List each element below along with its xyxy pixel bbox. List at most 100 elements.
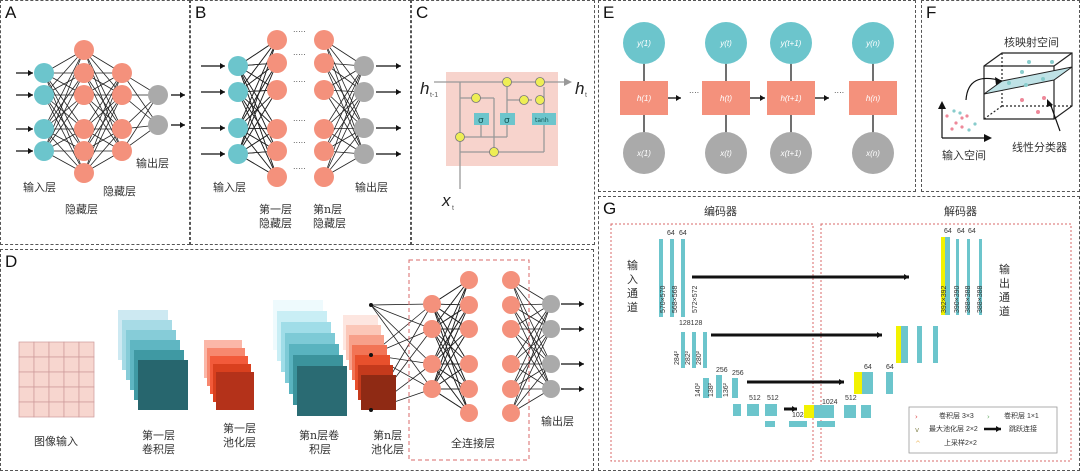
multiply-gate-icon <box>471 93 481 103</box>
image-pixel <box>33 356 50 373</box>
panel-b: B 输入层 第一层 隐藏层 第n层 隐藏层 输出层 ..............… <box>190 0 411 245</box>
ellipsis: .... <box>689 86 699 95</box>
output-node <box>623 22 665 64</box>
size-label: 568×568 <box>672 285 679 313</box>
feature-map-bar <box>681 332 685 368</box>
feature-map-bar <box>817 421 835 427</box>
neuron <box>74 163 94 183</box>
connection <box>510 303 552 365</box>
arrow-head-icon <box>180 92 185 98</box>
pooln-label-1: 第n层 <box>373 428 402 442</box>
neuron <box>502 271 520 289</box>
neuron <box>354 56 374 76</box>
neuron <box>314 141 334 161</box>
size-label: 282² <box>685 350 692 365</box>
panel-label-c: C <box>416 3 429 22</box>
ellipsis: ..... <box>293 114 306 123</box>
neuron <box>112 63 132 83</box>
convn-label-2: 积层 <box>309 443 331 456</box>
ellipsis: ..... <box>293 162 306 171</box>
sigma-label: σ <box>504 116 510 126</box>
input-channel-label: 道 <box>627 300 638 314</box>
x-t-label: x <box>441 191 451 210</box>
feature-map-bar <box>789 421 807 427</box>
arrow-head-icon <box>220 63 225 69</box>
neuron <box>267 167 287 187</box>
neuron <box>34 85 54 105</box>
size-label: 512 <box>749 395 761 402</box>
feature-map-bar <box>765 404 777 416</box>
panel-d: D 图像输入 第一层 卷积层 第一层 池化层 第n层卷 积层 第n层 池化层 全… <box>0 249 594 471</box>
arrow-head-icon <box>579 301 584 307</box>
connections <box>370 279 552 414</box>
neuron <box>502 320 520 338</box>
neuron <box>460 271 478 289</box>
size-label: 64 <box>968 228 976 235</box>
neuron <box>354 144 374 164</box>
size-label: 388×388 <box>977 285 984 313</box>
neuron <box>314 53 334 73</box>
size-label: 1024 <box>792 412 808 419</box>
convn-label-1: 第n层卷 <box>299 428 339 442</box>
hidden-label: h(t+1) <box>780 94 801 103</box>
connection <box>121 72 159 126</box>
output-node <box>770 22 812 64</box>
connection <box>510 279 552 365</box>
feature-map-bar <box>670 239 674 317</box>
image-pixel <box>78 401 95 418</box>
neuron <box>502 355 520 373</box>
size-label: 284² <box>674 350 681 365</box>
input-label: x(n) <box>865 149 880 158</box>
input-label: x(1) <box>636 149 651 158</box>
tanh-box <box>532 113 556 125</box>
size-label: 64 <box>944 228 952 235</box>
feature-map-bar <box>844 405 856 418</box>
input-layer-label: 输入层 <box>213 180 246 194</box>
feature-map-bar <box>933 326 938 363</box>
feature-map-bar <box>692 332 696 368</box>
hidden-layer-label-1: 隐藏层 <box>65 203 98 216</box>
neuron <box>423 380 441 398</box>
connection <box>237 62 278 155</box>
linear-classifier-label: 线性分类器 <box>1012 140 1067 154</box>
legend-label: 上采样2×2 <box>944 438 977 447</box>
decoder-box <box>820 223 1072 462</box>
panel-label-d: D <box>5 252 18 271</box>
fc-box <box>408 259 530 461</box>
feature-map-bar <box>945 237 950 315</box>
size-label: 64 <box>679 230 687 237</box>
feature-map-bar <box>854 372 862 394</box>
arrow-head-icon <box>28 126 33 132</box>
conv1-label-2: 卷积层 <box>142 442 175 456</box>
connection <box>323 91 365 178</box>
input-node <box>852 132 894 174</box>
arrow-head-icon <box>28 148 33 154</box>
conv3-icon: › <box>915 413 918 421</box>
arrow-head-icon <box>396 63 401 69</box>
arrow-head-icon <box>792 406 797 412</box>
size-label: 572×572 <box>692 285 699 313</box>
size-label: 392×392 <box>941 285 948 313</box>
arrow-head-icon <box>579 361 584 367</box>
output-layer-label: 输出层 <box>355 180 388 194</box>
sigma-box <box>500 113 515 125</box>
connection <box>237 89 278 155</box>
neuron <box>74 119 94 139</box>
output-label: y(1) <box>636 39 651 48</box>
image-pixel <box>18 386 35 403</box>
convn-feature-map <box>297 366 347 416</box>
size-label: 138² <box>708 382 715 397</box>
image-pixel <box>78 371 95 388</box>
feature-map-bar <box>896 326 901 363</box>
h-t-label: h <box>575 79 584 98</box>
connection <box>43 94 85 174</box>
neuron <box>267 141 287 161</box>
ellipsis: ..... <box>293 75 306 84</box>
input-label: x(t+1) <box>780 149 802 158</box>
neuron <box>228 56 248 76</box>
image-pixel <box>33 386 50 403</box>
image-input-label: 图像输入 <box>34 434 78 448</box>
hidden-label: h(1) <box>637 94 652 103</box>
hidden-label: h(n) <box>866 94 881 103</box>
neuron <box>369 303 373 307</box>
